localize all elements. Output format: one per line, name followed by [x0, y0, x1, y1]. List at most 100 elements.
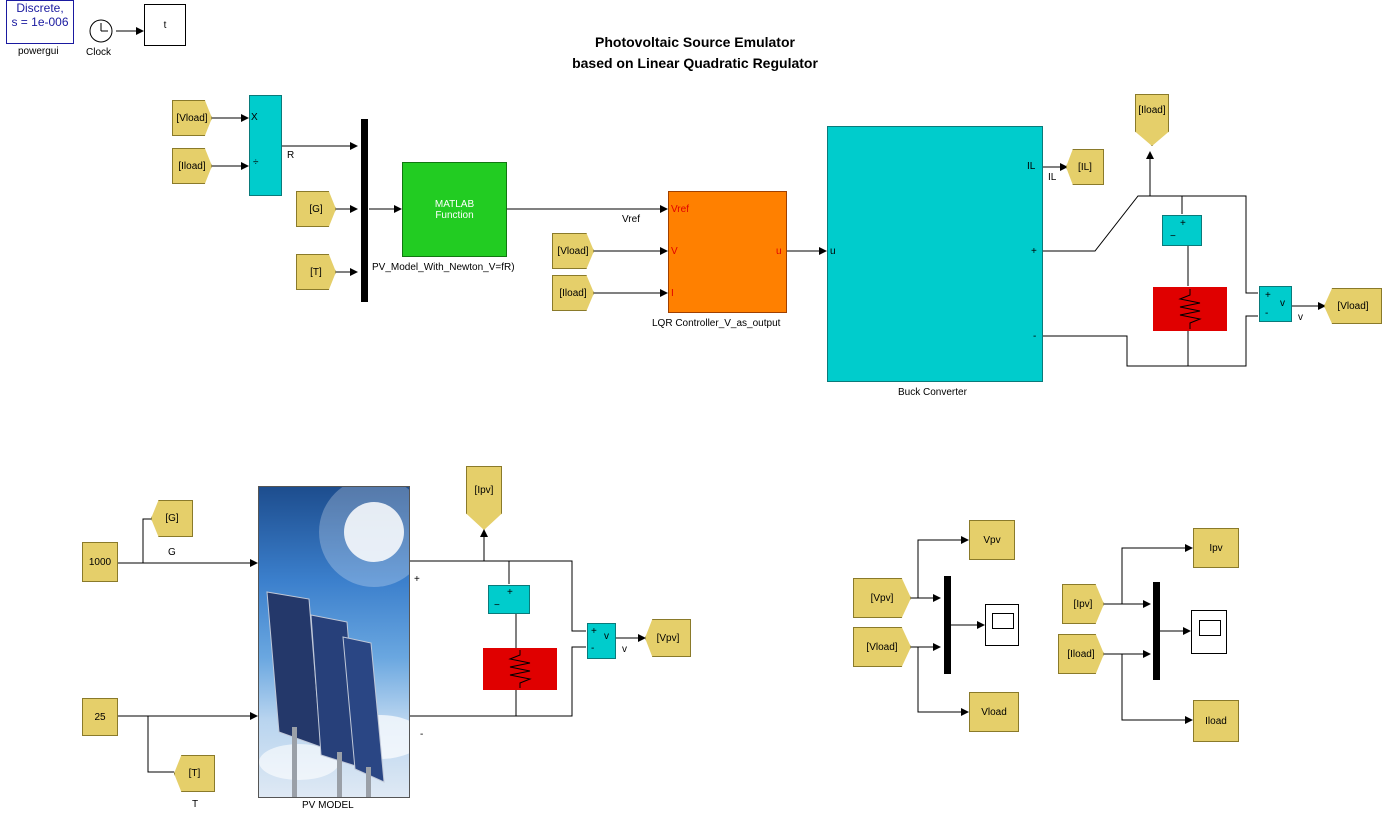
- scope-mux-1[interactable]: [944, 576, 951, 674]
- scope-mux-2[interactable]: [1153, 582, 1160, 680]
- constant-irradiance-text: 1000: [89, 557, 111, 568]
- goto-tag-vload[interactable]: [Vload]: [1324, 288, 1382, 324]
- goto-tag-g[interactable]: [G]: [151, 500, 193, 537]
- pv-out-minus: -: [420, 729, 423, 740]
- divide-block[interactable]: [249, 95, 282, 196]
- divide-div-label: ÷: [253, 157, 259, 168]
- divide-out-label: R: [287, 150, 294, 161]
- from-tag-iload-3[interactable]: [Iload]: [1058, 634, 1104, 674]
- pv-am-plus: +: [507, 587, 513, 598]
- from-tag-vpv[interactable]: [Vpv]: [853, 578, 911, 618]
- scope-out-vpv[interactable]: Vpv: [969, 520, 1015, 560]
- goto-tag-vpv-text: [Vpv]: [657, 633, 680, 644]
- buck-out-minus: -: [1033, 331, 1036, 342]
- from-tag-vpv-text: [Vpv]: [871, 593, 894, 604]
- scope-out-vload-text: Vload: [981, 707, 1007, 718]
- title-line-1: Photovoltaic Source Emulator: [520, 32, 870, 53]
- scope-2[interactable]: [1191, 610, 1227, 654]
- from-tag-ipv[interactable]: [Ipv]: [1062, 584, 1104, 624]
- scope-out-iload-text: Iload: [1205, 716, 1227, 727]
- g-wire-label: G: [168, 547, 176, 558]
- constant-irradiance[interactable]: 1000: [82, 542, 118, 582]
- goto-tag-ipv-text: [Ipv]: [475, 485, 494, 496]
- pv-vm-out-label: v: [622, 644, 627, 655]
- scope-out-vpv-text: Vpv: [983, 535, 1000, 546]
- buck-load-resistor[interactable]: [1153, 287, 1227, 331]
- goto-tag-t[interactable]: [T]: [174, 755, 215, 792]
- buck-vm-minus: -: [1265, 308, 1268, 319]
- mux-block[interactable]: [361, 119, 368, 302]
- t-wire-label: T: [192, 799, 198, 810]
- vref-wire-label: Vref: [622, 214, 640, 225]
- buck-out-plus: +: [1031, 246, 1037, 257]
- pv-am-minus: −: [494, 600, 500, 611]
- from-tag-iload-3-text: [Iload]: [1067, 649, 1094, 660]
- powergui-block[interactable]: Discrete, s = 1e-006: [6, 0, 74, 44]
- resistor-icon: [1153, 287, 1227, 331]
- scope-screen-icon: [992, 613, 1014, 629]
- pv-vm-plus: +: [591, 626, 597, 637]
- pv-vm-minus: -: [591, 643, 594, 654]
- from-tag-vload[interactable]: [Vload]: [172, 100, 212, 136]
- to-workspace-block[interactable]: t: [144, 4, 186, 46]
- from-tag-iload-text: [Iload]: [178, 161, 205, 172]
- solar-panel-icon: [259, 487, 409, 797]
- constant-temperature[interactable]: 25: [82, 698, 118, 736]
- from-tag-iload[interactable]: [Iload]: [172, 148, 212, 184]
- from-tag-vload-3-text: [Vload]: [866, 642, 897, 653]
- from-tag-t[interactable]: [T]: [296, 254, 336, 290]
- goto-tag-vpv[interactable]: [Vpv]: [645, 619, 691, 657]
- pv-vm-v: v: [604, 631, 609, 642]
- buck-vm-v: v: [1280, 298, 1285, 309]
- divide-x-label: X: [251, 112, 258, 123]
- buck-voltage-measurement[interactable]: [1259, 286, 1292, 322]
- clock-label: Clock: [86, 47, 111, 58]
- lqr-out-u: u: [776, 246, 782, 257]
- title-line-2: based on Linear Quadratic Regulator: [520, 53, 870, 74]
- powergui-label: powergui: [18, 46, 59, 57]
- pv-model-caption: PV MODEL: [302, 800, 354, 811]
- goto-tag-il[interactable]: [IL]: [1066, 149, 1104, 185]
- pv-out-plus: +: [414, 574, 420, 585]
- from-tag-iload-2[interactable]: [Iload]: [552, 275, 594, 311]
- buck-am-minus: −: [1170, 231, 1176, 242]
- buck-caption: Buck Converter: [898, 387, 967, 398]
- diagram-title: Photovoltaic Source Emulator based on Li…: [520, 32, 870, 74]
- scope-out-iload[interactable]: Iload: [1193, 700, 1239, 742]
- from-tag-ipv-text: [Ipv]: [1074, 599, 1093, 610]
- buck-vm-plus: +: [1265, 290, 1271, 301]
- scope-out-ipv-text: Ipv: [1209, 543, 1222, 554]
- scope-out-vload[interactable]: Vload: [969, 692, 1019, 732]
- lqr-caption: LQR Controller_V_as_output: [652, 318, 780, 329]
- clock-icon[interactable]: [88, 16, 118, 46]
- buck-am-plus: +: [1180, 218, 1186, 229]
- from-tag-vload-2-text: [Vload]: [557, 246, 588, 257]
- lqr-in-i: I: [671, 288, 674, 299]
- from-tag-vload-3[interactable]: [Vload]: [853, 627, 911, 667]
- pv-load-resistor[interactable]: [483, 648, 557, 690]
- from-tag-vload-2[interactable]: [Vload]: [552, 233, 594, 269]
- buck-converter-block[interactable]: [827, 126, 1043, 382]
- constant-temperature-text: 25: [94, 712, 105, 723]
- matlab-function-block[interactable]: MATLAB Function: [402, 162, 507, 257]
- goto-tag-g-text: [G]: [165, 513, 178, 524]
- matlab-function-line-1: MATLAB: [435, 199, 474, 210]
- scope-out-ipv[interactable]: Ipv: [1193, 528, 1239, 568]
- scope-1[interactable]: [985, 604, 1019, 646]
- buck-vm-out-label: v: [1298, 312, 1303, 323]
- powergui-line-1: Discrete,: [7, 1, 73, 15]
- buck-out-il: IL: [1027, 161, 1035, 172]
- from-tag-g[interactable]: [G]: [296, 191, 336, 227]
- goto-tag-il-text: [IL]: [1078, 162, 1092, 173]
- from-tag-iload-2-text: [Iload]: [559, 288, 586, 299]
- to-workspace-text: t: [164, 20, 167, 31]
- scope-screen-icon: [1199, 620, 1221, 636]
- from-tag-g-text: [G]: [309, 204, 322, 215]
- buck-in-u: u: [830, 246, 836, 257]
- il-wire-label: IL: [1048, 172, 1056, 183]
- from-tag-vload-text: [Vload]: [176, 113, 207, 124]
- goto-tag-iload-text: [Iload]: [1138, 105, 1165, 116]
- powergui-line-2: s = 1e-006: [7, 15, 73, 29]
- pv-model-block[interactable]: [258, 486, 410, 798]
- goto-tag-vload-text: [Vload]: [1337, 301, 1368, 312]
